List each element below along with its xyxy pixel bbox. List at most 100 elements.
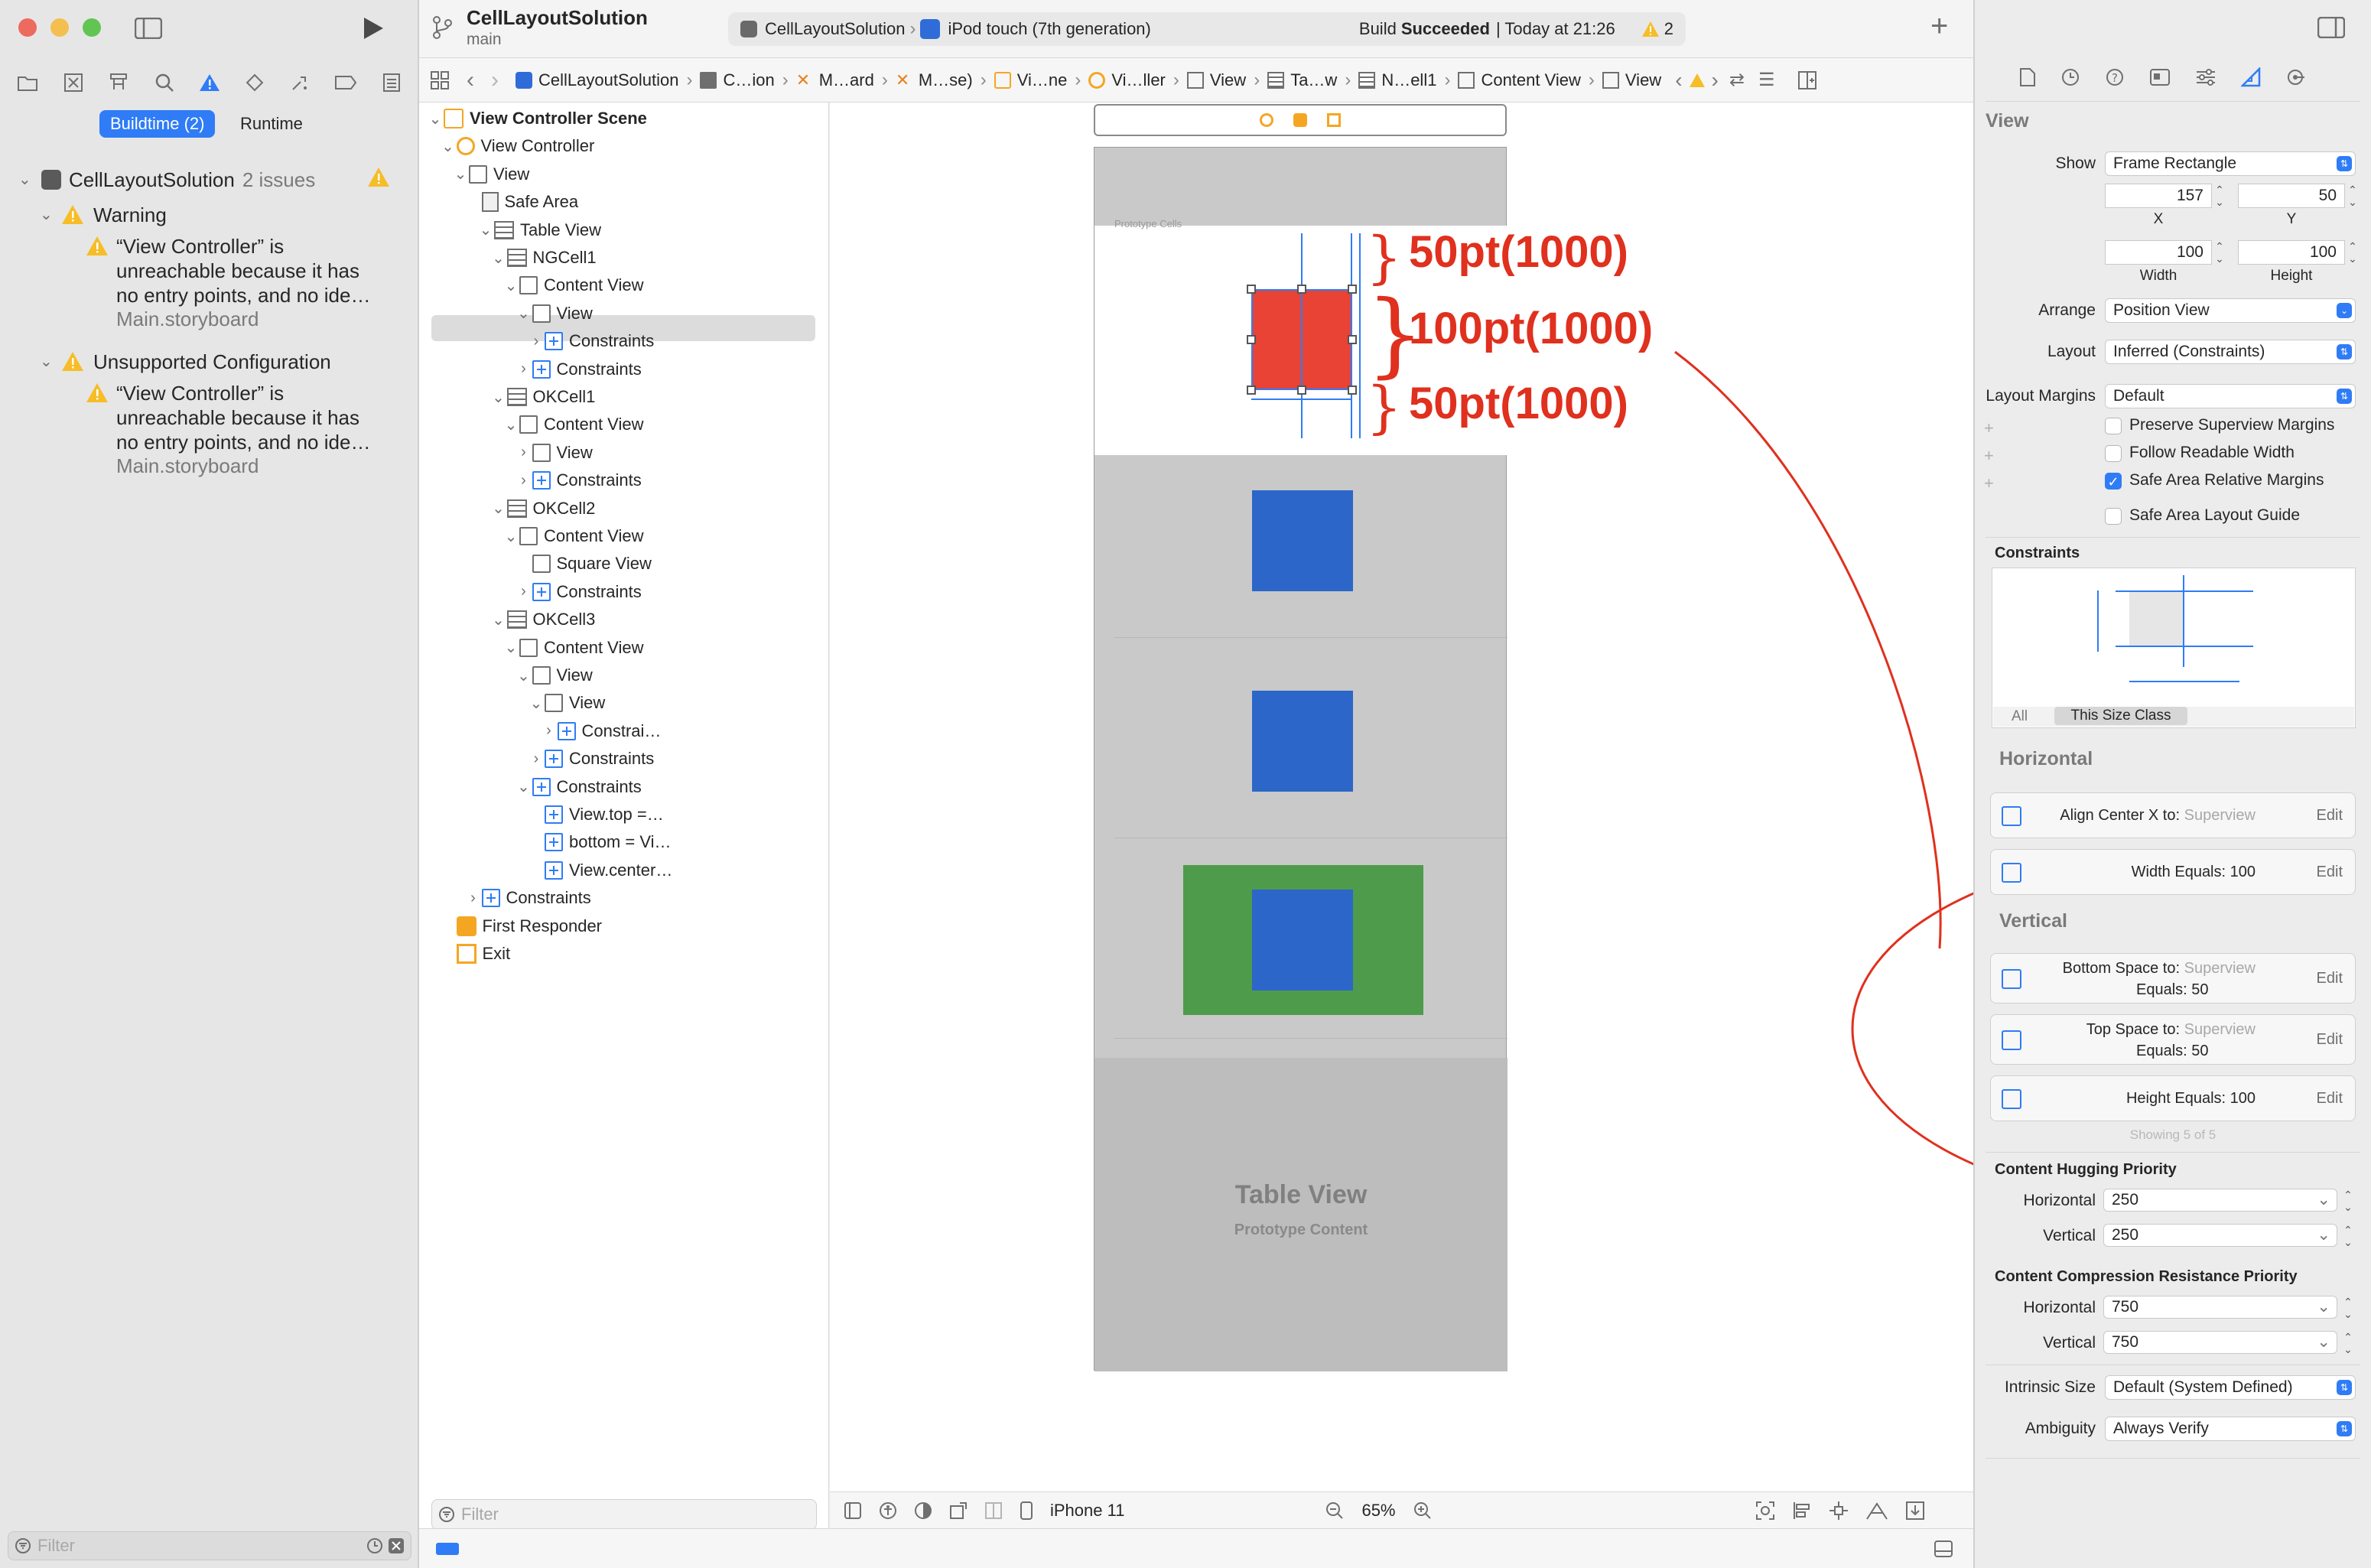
disclosure-open-icon[interactable]: ⌄ bbox=[454, 166, 467, 184]
close-window-button[interactable] bbox=[18, 18, 37, 37]
compression-horizontal-field[interactable]: 750⌄ bbox=[2103, 1296, 2337, 1319]
scheme-selector[interactable]: CellLayoutSolution bbox=[765, 19, 906, 38]
add-library-icon[interactable]: + bbox=[1930, 9, 1949, 43]
resize-handle[interactable] bbox=[1348, 335, 1357, 344]
breakpoint-toggle-icon[interactable] bbox=[436, 1543, 459, 1555]
show-popup[interactable]: Frame Rectangle⇅ bbox=[2105, 151, 2356, 176]
constraint-edit-button[interactable]: Edit bbox=[2316, 1090, 2343, 1107]
debug-spray-icon[interactable] bbox=[290, 73, 310, 93]
disclosure-open-icon[interactable]: ⌄ bbox=[504, 528, 518, 545]
readable-width-checkbox[interactable] bbox=[2105, 445, 2122, 462]
outline-row[interactable]: ⌄Constraints bbox=[516, 774, 642, 800]
outline-row[interactable]: Exit bbox=[440, 941, 510, 967]
breadcrumb-item[interactable]: View bbox=[1602, 70, 1661, 90]
hugging-horizontal-stepper[interactable]: ⌃⌄ bbox=[2343, 1189, 2353, 1213]
outline-row[interactable]: ›Constraints bbox=[516, 579, 642, 605]
arrange-popup[interactable]: Position View⌄ bbox=[2105, 298, 2356, 323]
disclosure-open-icon[interactable]: ⌄ bbox=[504, 277, 518, 294]
outline-row[interactable]: bottom = Vi… bbox=[528, 829, 672, 855]
disclosure-open-icon[interactable]: ⌄ bbox=[428, 110, 442, 128]
constraint-edit-button[interactable]: Edit bbox=[2316, 970, 2343, 987]
constraint-edit-button[interactable]: Edit bbox=[2316, 1031, 2343, 1048]
resize-handle[interactable] bbox=[1247, 285, 1256, 294]
warning-group-row[interactable]: ⌄ Warning bbox=[40, 202, 167, 228]
previous-issue-icon[interactable]: ‹ bbox=[1675, 67, 1683, 92]
outline-row[interactable]: ›Constraints bbox=[528, 746, 654, 772]
disclosure-closed-icon[interactable]: › bbox=[533, 750, 539, 767]
outline-row[interactable]: ⌄View bbox=[516, 662, 593, 688]
breadcrumb-item[interactable]: Ta…w bbox=[1267, 70, 1337, 90]
resolve-issues-icon[interactable] bbox=[1865, 1501, 1888, 1521]
first-responder-icon[interactable] bbox=[1293, 113, 1307, 127]
table-view-preview[interactable]: Prototype Cells Table View Prototype Con… bbox=[1094, 147, 1507, 1371]
add-constraints-icon[interactable] bbox=[1829, 1501, 1849, 1521]
zoom-window-button[interactable] bbox=[83, 18, 101, 37]
outline-row[interactable]: View.center… bbox=[528, 857, 672, 883]
blue-square-view[interactable] bbox=[1252, 490, 1353, 591]
blue-square-view[interactable] bbox=[1252, 890, 1353, 991]
outline-row[interactable]: Safe Area bbox=[465, 189, 578, 215]
outline-row[interactable]: ›Constrai… bbox=[541, 718, 661, 744]
device-selector[interactable]: iPod touch (7th generation) bbox=[948, 19, 1151, 38]
preserve-margins-checkbox[interactable] bbox=[2105, 418, 2122, 434]
align-icon[interactable] bbox=[1792, 1501, 1812, 1521]
resize-handle[interactable] bbox=[1348, 285, 1357, 294]
unsupported-config-group-row[interactable]: ⌄ Unsupported Configuration bbox=[40, 349, 331, 375]
device-icon[interactable] bbox=[1020, 1501, 1033, 1521]
breadcrumb-item[interactable]: N…ell1 bbox=[1358, 70, 1436, 90]
disclosure-open-icon[interactable]: ⌄ bbox=[492, 249, 505, 267]
disclosure-open-icon[interactable]: ⌄ bbox=[517, 667, 530, 685]
file-inspector-icon[interactable] bbox=[2019, 67, 2036, 87]
variation-plus-icons[interactable]: +++ bbox=[1984, 418, 1994, 493]
outline-row[interactable]: ›Constraints bbox=[516, 467, 642, 493]
disclosure-closed-icon[interactable]: › bbox=[521, 583, 526, 600]
y-stepper[interactable]: ⌃⌄ bbox=[2348, 184, 2357, 208]
compression-horizontal-stepper[interactable]: ⌃⌄ bbox=[2343, 1296, 2353, 1320]
zoom-out-icon[interactable] bbox=[1325, 1501, 1345, 1521]
exit-icon[interactable] bbox=[1327, 113, 1341, 127]
refresh-icon[interactable]: ⇄ bbox=[1729, 70, 1745, 90]
zoom-level[interactable]: 65% bbox=[1361, 1500, 1396, 1520]
disclosure-open-icon[interactable]: ⌄ bbox=[40, 207, 53, 223]
breadcrumb-item[interactable]: View bbox=[1186, 70, 1246, 90]
disclosure-open-icon[interactable]: ⌄ bbox=[517, 305, 530, 323]
compression-vertical-stepper[interactable]: ⌃⌄ bbox=[2343, 1331, 2353, 1355]
warning-count[interactable]: 2 bbox=[1664, 19, 1673, 38]
layout-margins-popup[interactable]: Default⇅ bbox=[2105, 384, 2356, 408]
split-view-icon[interactable] bbox=[984, 1501, 1003, 1520]
hugging-vertical-field[interactable]: 250⌄ bbox=[2103, 1224, 2337, 1247]
connections-inspector-icon[interactable] bbox=[2285, 67, 2305, 87]
breakpoint-icon[interactable] bbox=[334, 75, 357, 90]
constraint-edit-button[interactable]: Edit bbox=[2316, 864, 2343, 880]
disclosure-open-icon[interactable]: ⌄ bbox=[18, 171, 31, 188]
outline-row[interactable]: Square View bbox=[516, 551, 652, 577]
disclosure-open-icon[interactable]: ⌄ bbox=[529, 695, 543, 712]
issue-filter-icon[interactable] bbox=[388, 1537, 405, 1554]
outline-row[interactable]: ⌄Content View bbox=[502, 635, 643, 661]
update-frames-icon[interactable] bbox=[1755, 1501, 1775, 1521]
disclosure-closed-icon[interactable]: › bbox=[470, 889, 476, 906]
height-stepper[interactable]: ⌃⌄ bbox=[2348, 240, 2357, 265]
outline-row[interactable]: ⌄View Controller Scene bbox=[427, 106, 647, 132]
search-icon[interactable] bbox=[154, 73, 174, 93]
height-field[interactable]: 100 bbox=[2238, 240, 2345, 265]
attributes-inspector-icon[interactable] bbox=[2195, 68, 2217, 86]
breadcrumb-item[interactable]: ✕M…se) bbox=[896, 70, 973, 90]
outline-row[interactable]: ⌄Content View bbox=[502, 523, 643, 549]
disclosure-closed-icon[interactable]: › bbox=[521, 360, 526, 378]
hierarchy-icon[interactable] bbox=[108, 73, 129, 93]
intrinsic-size-popup[interactable]: Default (System Defined)⇅ bbox=[2105, 1375, 2356, 1400]
sidebar-toggle-icon[interactable] bbox=[135, 17, 162, 40]
outline-row[interactable]: View.top =… bbox=[528, 802, 664, 828]
outline-row[interactable]: ›Constraints bbox=[528, 328, 654, 354]
disclosure-open-icon[interactable]: ⌄ bbox=[479, 222, 493, 239]
resize-handle[interactable] bbox=[1297, 385, 1306, 395]
layout-popup[interactable]: Inferred (Constraints)⇅ bbox=[2105, 340, 2356, 364]
outline-row[interactable]: ⌄Content View bbox=[502, 272, 643, 298]
next-issue-icon[interactable]: › bbox=[1711, 67, 1719, 92]
help-inspector-icon[interactable]: ? bbox=[2105, 67, 2125, 87]
outline-row[interactable]: ⌄Table View bbox=[477, 217, 601, 243]
hugging-vertical-stepper[interactable]: ⌃⌄ bbox=[2343, 1224, 2353, 1248]
